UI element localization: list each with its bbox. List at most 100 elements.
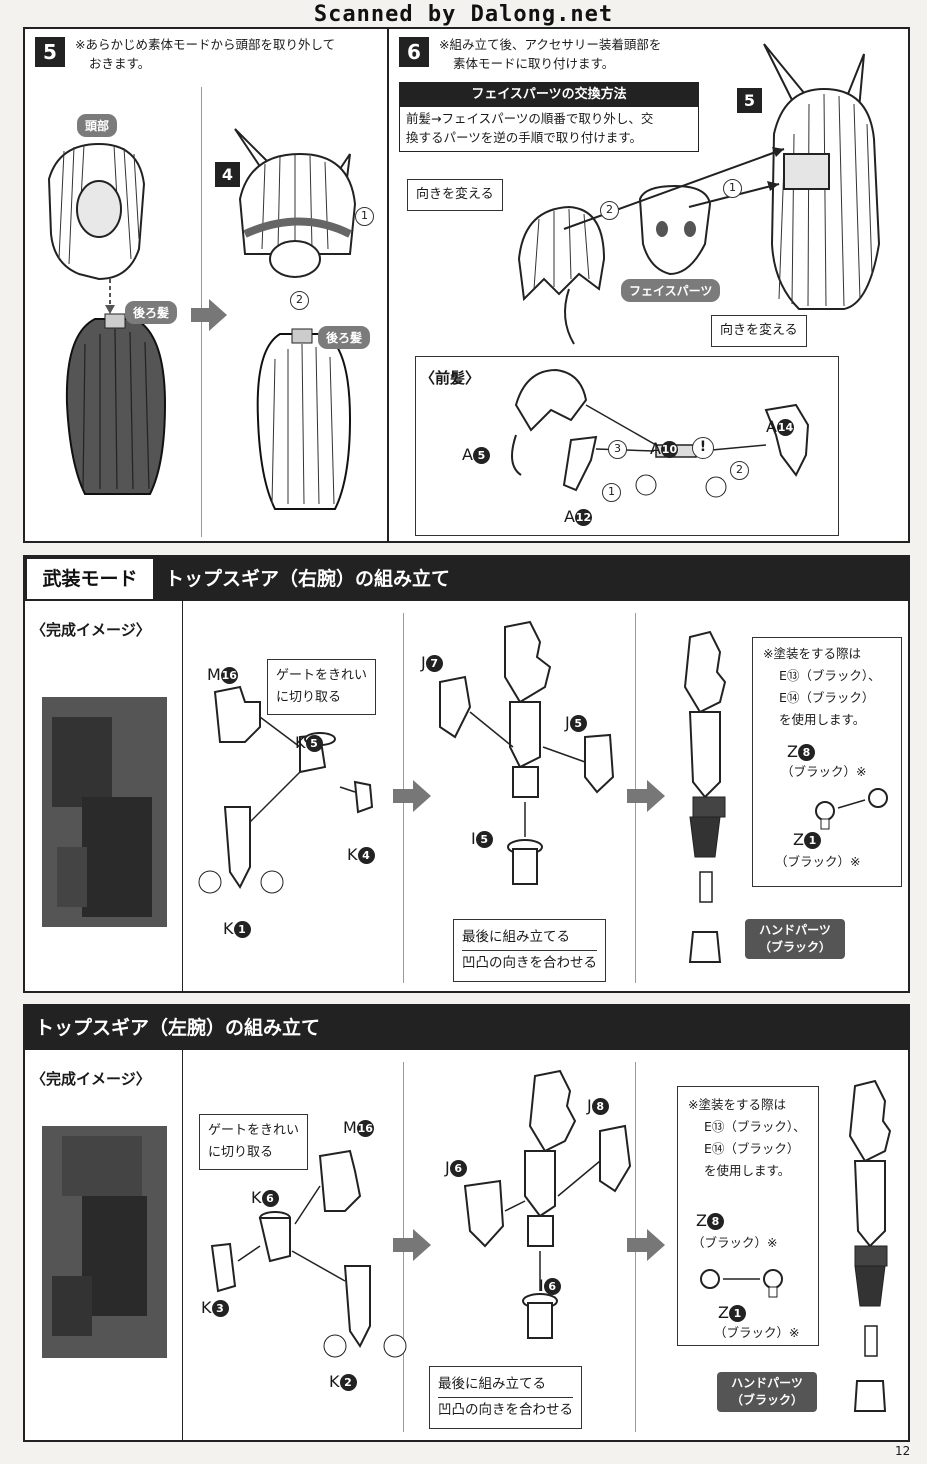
- left-black-1: （ブラック）※: [692, 1235, 778, 1250]
- face-part-illustration: [638, 184, 712, 276]
- left-part-k2-letter: K: [329, 1372, 340, 1391]
- left-arm-image-caption: 〈完成イメージ〉: [31, 1070, 151, 1088]
- left-part-z8-num: 8: [706, 1213, 724, 1230]
- right-hand-line2: （ブラック）: [758, 940, 831, 954]
- left-part-k2-num: 2: [339, 1374, 357, 1391]
- left-part-j8-num: 8: [591, 1098, 609, 1115]
- right-part-j5-letter: J: [565, 713, 570, 732]
- left-part-m16-num: 16: [356, 1120, 374, 1137]
- bangs-title: 〈前髪〉: [420, 369, 481, 387]
- part-a14-letter: A: [766, 417, 777, 436]
- label-head: 頭部: [77, 114, 118, 137]
- label-face-part: フェイスパーツ: [621, 279, 721, 302]
- part-a14: A14: [766, 417, 794, 436]
- back-hair-illustration-left: [65, 313, 167, 495]
- right-arm-parts-1: [198, 685, 374, 894]
- head-illustration: [47, 142, 146, 281]
- left-part-k6-letter: K: [251, 1188, 262, 1207]
- left-paint-line4: を使用します。: [704, 1163, 791, 1178]
- right-last-note: 最後に組み立てる 凹凸の向きを合わせる: [453, 919, 606, 982]
- bangs-seq3: 3: [608, 440, 627, 459]
- right-black-2: （ブラック）※: [775, 854, 861, 869]
- left-part-j6-num: 6: [449, 1160, 467, 1177]
- left-arm-title: トップスギア（左腕）の組み立て: [35, 1017, 321, 1039]
- bangs-illustration: [517, 205, 606, 345]
- part-a12-num: 12: [574, 509, 592, 526]
- right-flow-arrow-1-head: [413, 780, 431, 812]
- left-gate-note-line1: ゲートをきれい: [208, 1123, 300, 1138]
- left-part-i6-num: 6: [543, 1278, 561, 1295]
- right-black-1: （ブラック）※: [781, 764, 867, 779]
- left-paint-line3: E⑭（ブラック）: [704, 1141, 800, 1156]
- step5-flow-arrow-body: [191, 308, 211, 322]
- right-arm-parts-3: [683, 630, 727, 963]
- right-paint-line4: を使用します。: [779, 712, 866, 727]
- step5-note-line2: おきます。: [89, 56, 151, 71]
- right-arm-divider-1: [182, 601, 183, 991]
- step5-note-line1: ※あらかじめ素体モードから頭部を取り外して: [75, 37, 336, 52]
- bangs-parts-illustration: [511, 368, 810, 498]
- right-part-i5-letter: I: [471, 829, 476, 848]
- right-flow-arrow-2-body: [627, 789, 649, 803]
- right-paint-line2: E⑬（ブラック）、: [779, 668, 881, 683]
- left-part-k3-num: 3: [211, 1300, 229, 1317]
- right-arm-header: [25, 557, 908, 601]
- left-arm-section: トップスギア（左腕）の組み立て 〈完成イメージ〉 ゲートをきれい に切り取る M…: [23, 1004, 910, 1442]
- step5-seq2: 2: [290, 291, 309, 310]
- left-arm-header: [25, 1006, 908, 1050]
- label-back-hair-1: 後ろ髪: [125, 301, 178, 324]
- left-hand-line1: ハンドパーツ: [731, 1376, 803, 1390]
- left-last-note-line1: 最後に組み立てる: [438, 1372, 573, 1398]
- label-back-hair-2: 後ろ髪: [318, 326, 371, 349]
- left-black-2: （ブラック）※: [714, 1325, 800, 1340]
- right-part-j7-letter: J: [421, 653, 426, 672]
- part-a12-letter: A: [564, 507, 575, 526]
- step6-substep-number: 5: [737, 88, 762, 113]
- left-part-m16-letter: M: [343, 1118, 357, 1137]
- left-last-note: 最後に組み立てる 凹凸の向きを合わせる: [429, 1366, 582, 1429]
- right-part-j7-num: 7: [425, 655, 443, 672]
- right-part-k1-letter: K: [223, 919, 234, 938]
- warning-icon: !: [692, 437, 714, 459]
- right-last-note-line1: 最後に組み立てる: [462, 925, 597, 951]
- right-part-z8-num: 8: [797, 744, 815, 761]
- step6-note-line1: ※組み立て後、アクセサリー装着頭部を: [439, 37, 662, 52]
- right-arm-title: トップスギア（右腕）の組み立て: [165, 568, 451, 590]
- left-arm-parts-3: [848, 1079, 892, 1412]
- face-swap-box: フェイスパーツの交換方法 前髪→フェイスパーツの順番で取り外し、交 換するパーツ…: [399, 82, 699, 152]
- step6-seq2: 2: [600, 201, 619, 220]
- mode-label: 武装モード: [25, 557, 155, 601]
- right-part-k1-num: 1: [233, 921, 251, 938]
- right-hand-line1: ハンドパーツ: [759, 923, 831, 937]
- step6-panel: 6 ※組み立て後、アクセサリー装着頭部を 素体モードに取り付けます。 フェイスパ…: [389, 27, 910, 543]
- right-paint-line3: E⑭（ブラック）: [779, 690, 875, 705]
- part-a10-letter: A: [650, 439, 661, 458]
- right-part-j5-num: 5: [569, 715, 587, 732]
- right-hand-parts-label: ハンドパーツ （ブラック）: [745, 919, 845, 959]
- face-swap-line2: 換するパーツを逆の手順で取り付けます。: [406, 130, 643, 145]
- right-part-z1-letter: Z: [793, 830, 804, 849]
- left-part-k6-num: 6: [261, 1190, 279, 1207]
- left-part-z1-letter: Z: [718, 1303, 729, 1322]
- left-part-k3-letter: K: [201, 1298, 212, 1317]
- back-hair-illustration-right: [256, 328, 352, 510]
- right-part-k5-num: 5: [305, 735, 323, 752]
- right-last-note-line2: 凹凸の向きを合わせる: [462, 955, 597, 971]
- step5-flow-arrow-head: [209, 299, 227, 331]
- step6-note-line2: 素体モードに取り付けます。: [453, 56, 615, 71]
- right-gate-note: ゲートをきれい に切り取る: [267, 659, 377, 715]
